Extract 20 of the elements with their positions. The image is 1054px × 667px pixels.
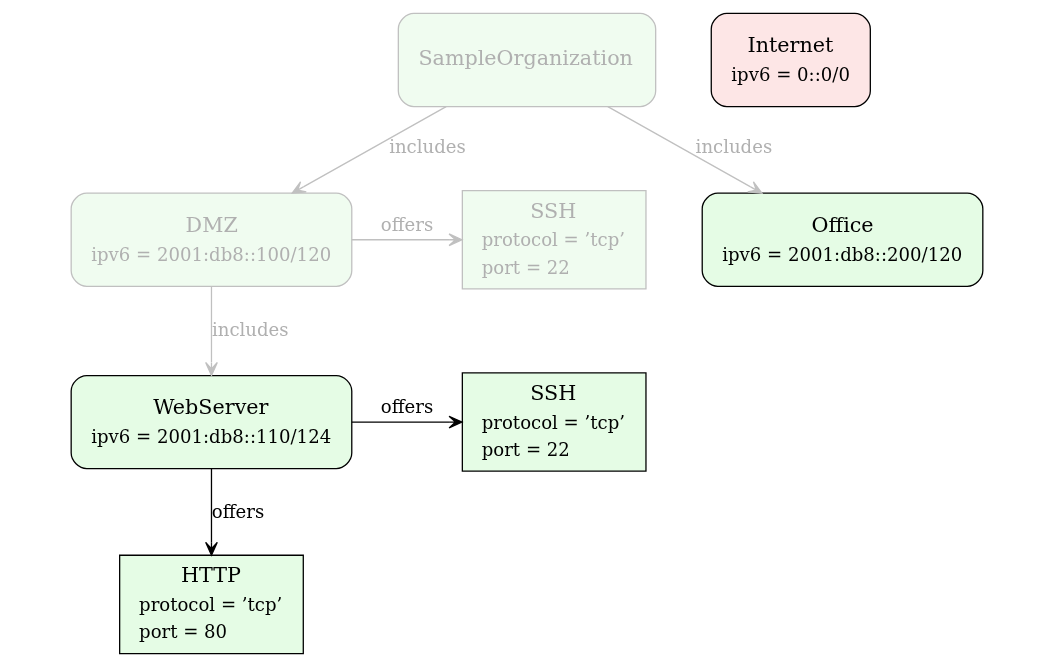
edge-label: offers — [380, 213, 434, 235]
arrow — [351, 233, 463, 247]
edge-label: includes — [695, 136, 773, 158]
node-box: SSH protocol = ’tcp’ port = 22 — [461, 372, 647, 472]
node-box: WebServer ipv6 = 2001:db8::110/124 — [70, 374, 353, 470]
edge-label: includes — [211, 318, 289, 340]
edge-label: offers — [380, 396, 434, 418]
arrow — [351, 415, 463, 429]
node-box: SampleOrganization — [397, 12, 657, 108]
arrow — [205, 285, 218, 377]
node-box: Office ipv6 = 2001:db8::200/120 — [701, 192, 984, 287]
node-box: DMZ ipv6 = 2001:db8::100/120 — [70, 192, 353, 287]
arrow — [291, 106, 447, 194]
arrow — [205, 468, 218, 556]
node-box: HTTP protocol = ’tcp’ port = 80 — [119, 554, 304, 655]
node-box: Internet ipv6 = 0::0/0 — [710, 12, 871, 108]
node-box: SSH protocol = ’tcp’ port = 22 — [461, 189, 647, 290]
edge-label: offers — [211, 501, 265, 523]
arrow — [607, 106, 763, 194]
edge-label: includes — [389, 136, 466, 158]
